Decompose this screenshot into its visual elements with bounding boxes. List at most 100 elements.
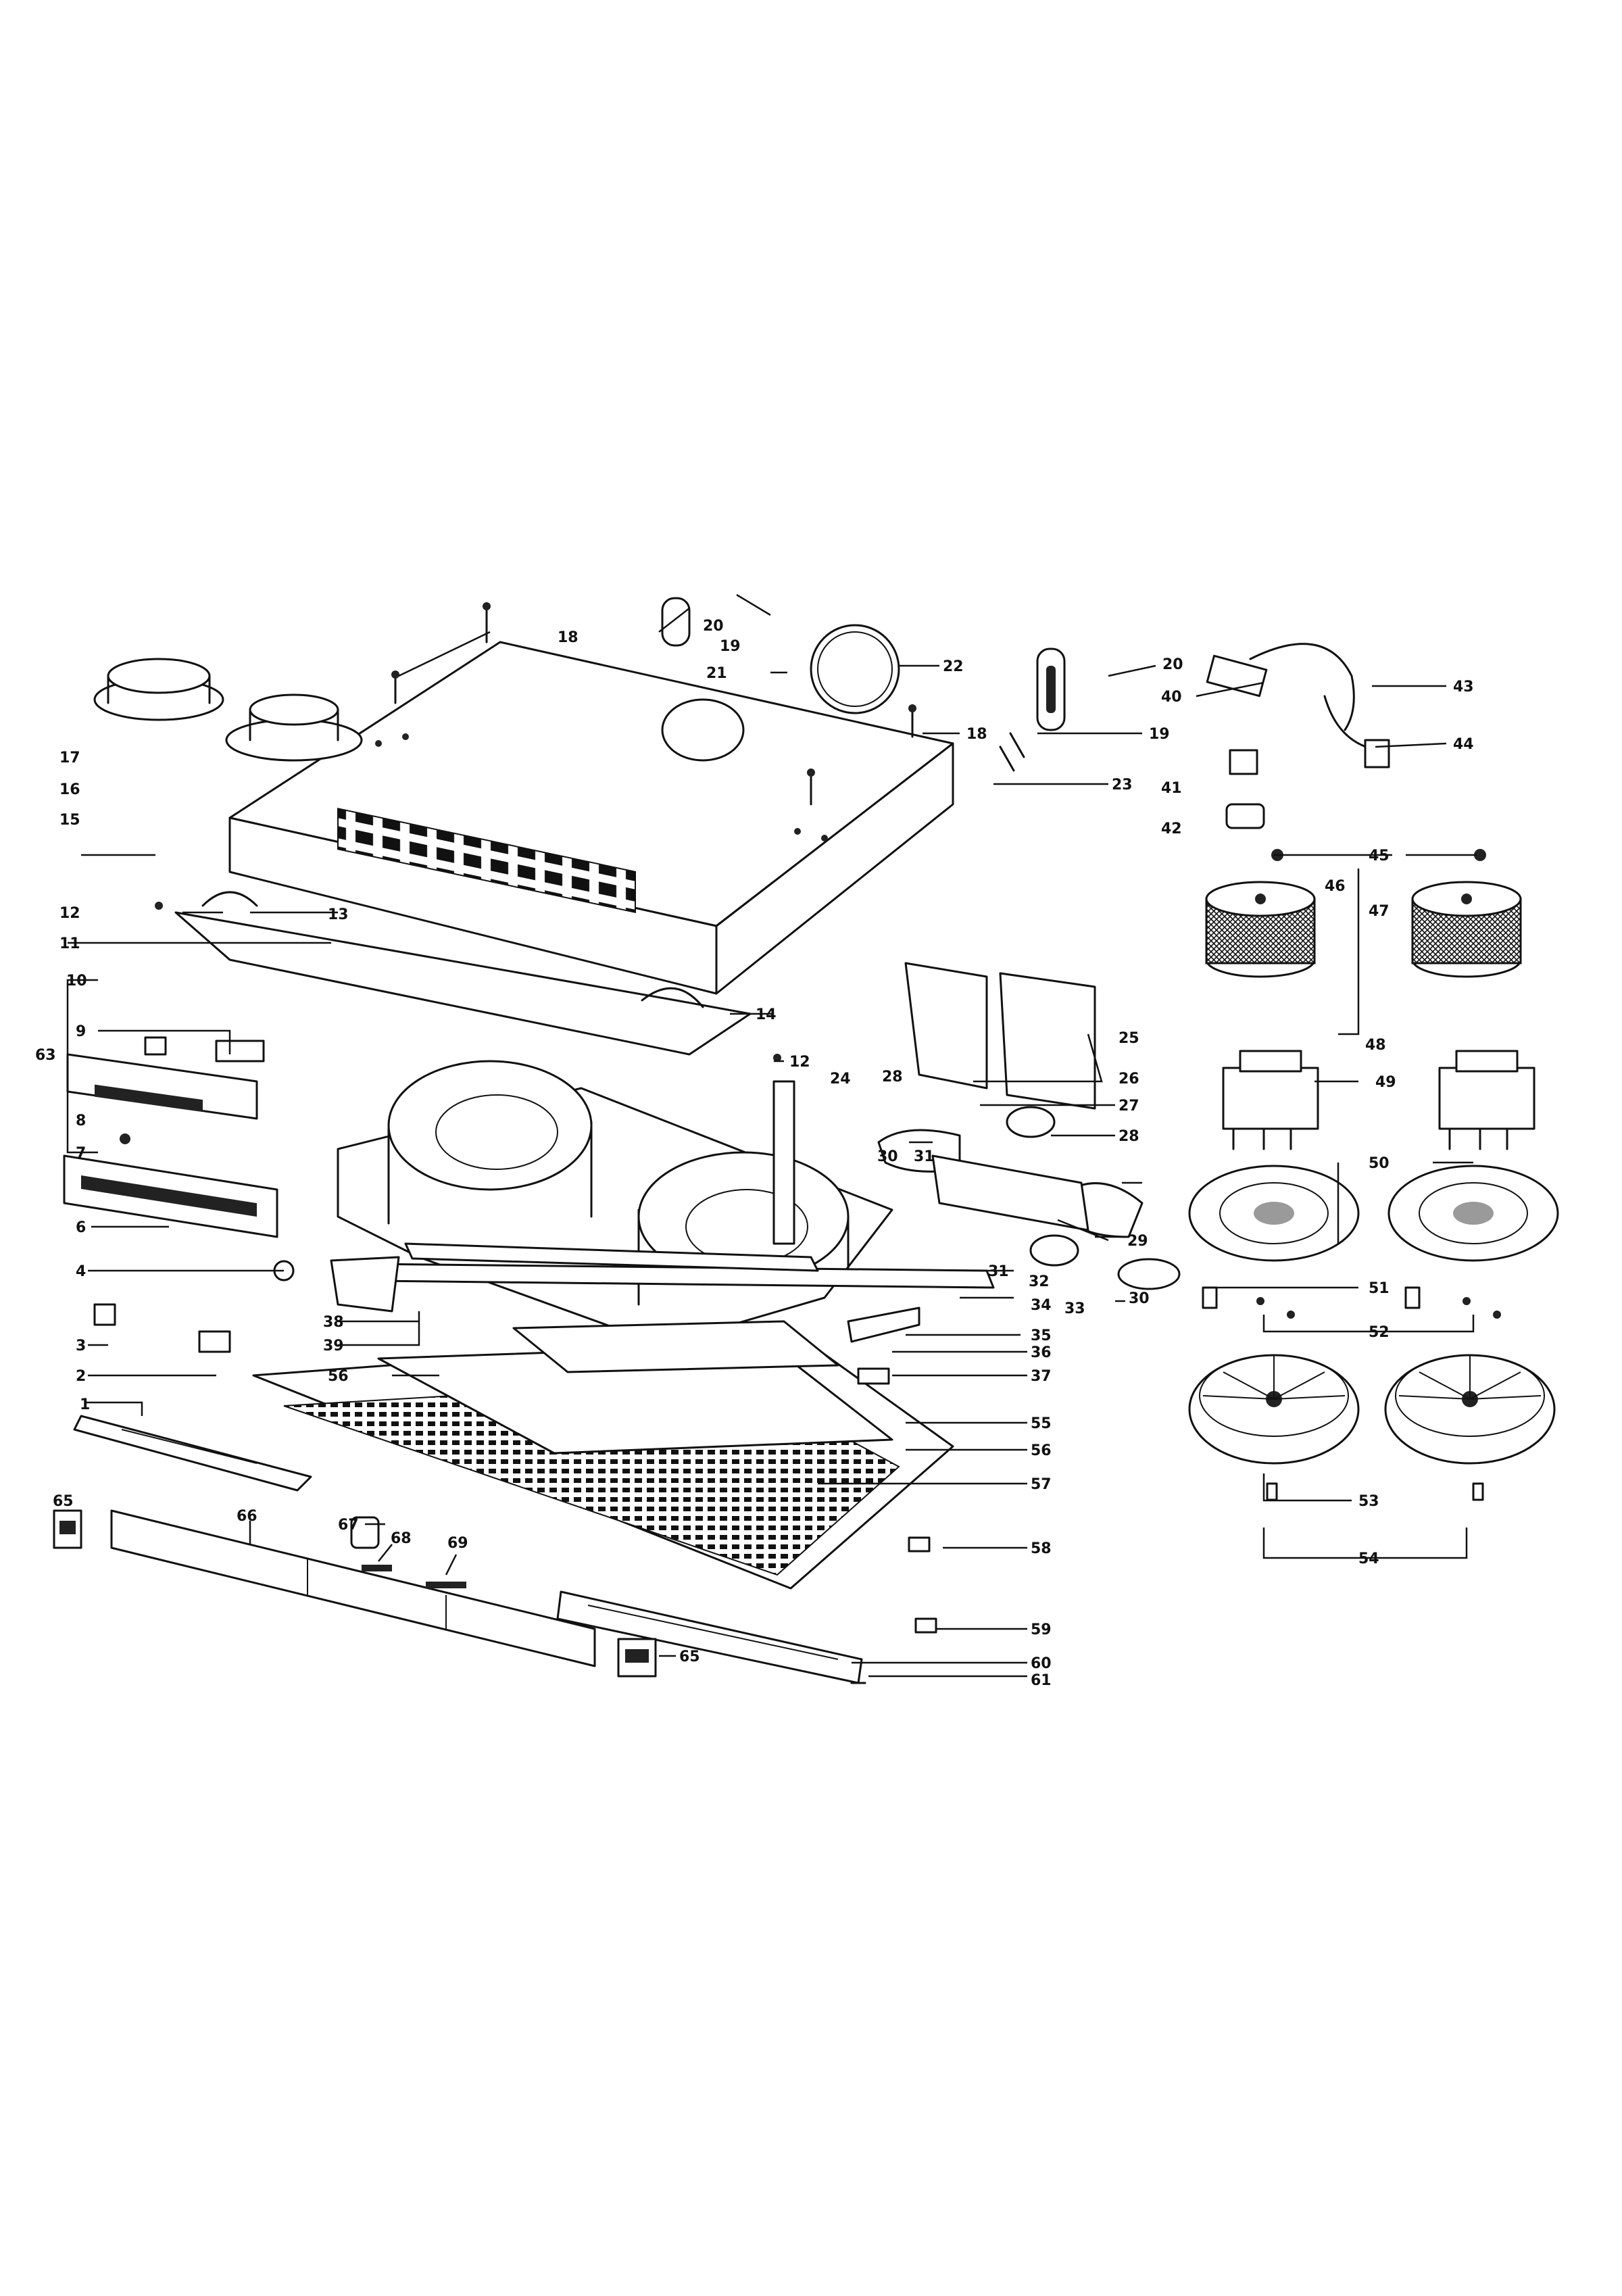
callout-18b: 18 — [966, 726, 987, 743]
callout-55: 55 — [1031, 1415, 1052, 1432]
hanging-bracket-19 — [661, 597, 1066, 731]
callout-45: 45 — [1369, 848, 1390, 864]
callout-67: 67 — [338, 1517, 359, 1534]
callout-54: 54 — [1358, 1550, 1379, 1567]
callout-69: 69 — [447, 1535, 468, 1552]
callout-15: 15 — [59, 812, 80, 829]
flange-ring-22 — [810, 624, 900, 714]
callout-7: 7 — [76, 1145, 86, 1162]
blower-housing — [337, 1060, 893, 1346]
callout-57: 57 — [1031, 1476, 1052, 1493]
callout-40: 40 — [1161, 689, 1182, 706]
callout-28b: 28 — [1119, 1128, 1139, 1145]
callout-3: 3 — [76, 1338, 86, 1354]
callout-31b: 31 — [988, 1263, 1009, 1280]
callout-66: 66 — [237, 1508, 257, 1525]
callout-13: 13 — [328, 906, 349, 923]
callout-9: 9 — [76, 1023, 86, 1040]
callout-33: 33 — [1064, 1300, 1085, 1317]
callout-20b: 20 — [1162, 656, 1183, 673]
callout-42: 42 — [1161, 821, 1182, 837]
callout-30b: 30 — [1129, 1290, 1150, 1307]
callout-12b: 12 — [789, 1054, 810, 1071]
callout-22: 22 — [943, 658, 964, 675]
callout-30a: 30 — [877, 1148, 898, 1165]
clip-65 — [53, 1509, 82, 1549]
callout-labels: 1 2 3 4 6 7 8 9 10 11 12 12 13 14 15 16 … — [35, 618, 1474, 1689]
duct-collar-16 — [225, 693, 363, 762]
callout-32: 32 — [1029, 1273, 1050, 1290]
motor-49 — [1438, 1050, 1535, 1150]
callout-8: 8 — [76, 1113, 86, 1129]
callout-6: 6 — [76, 1219, 86, 1236]
callout-27: 27 — [1119, 1098, 1139, 1115]
fan-wheel-46 — [1205, 881, 1316, 978]
callout-36: 36 — [1031, 1344, 1052, 1361]
lamp-cover-60 — [556, 1590, 863, 1684]
callout-19a: 19 — [720, 638, 741, 655]
callout-63: 63 — [35, 1047, 56, 1064]
support-rails — [364, 1242, 995, 1289]
light-switch-housing — [931, 1154, 1181, 1290]
callout-59: 59 — [1031, 1621, 1052, 1638]
switch-block-65 — [617, 1638, 657, 1678]
callout-65a: 65 — [53, 1493, 74, 1510]
callout-41: 41 — [1161, 780, 1182, 797]
callout-14: 14 — [756, 1006, 777, 1023]
motor-plate-50 — [1188, 1165, 1559, 1262]
callout-4: 4 — [76, 1263, 86, 1280]
callout-31a: 31 — [914, 1148, 935, 1165]
leader-lines — [66, 593, 1477, 1678]
callout-52: 52 — [1369, 1324, 1390, 1341]
callout-46: 46 — [1325, 878, 1346, 895]
callout-29: 29 — [1127, 1233, 1148, 1250]
callout-58: 58 — [1031, 1540, 1052, 1557]
hood-canopy — [228, 641, 954, 995]
callout-38: 38 — [323, 1314, 344, 1331]
motor-48 — [1222, 1050, 1319, 1150]
callout-23: 23 — [1112, 777, 1133, 793]
fan-wheel-47 — [1411, 881, 1522, 978]
callout-10: 10 — [66, 973, 87, 990]
callout-25: 25 — [1119, 1030, 1139, 1047]
grease-filter-frame — [252, 1320, 954, 1590]
callout-28a: 28 — [882, 1069, 903, 1085]
callout-20a: 20 — [703, 618, 724, 635]
callout-47: 47 — [1369, 903, 1390, 920]
callout-49: 49 — [1375, 1074, 1396, 1091]
callout-53: 53 — [1358, 1493, 1379, 1510]
callout-39: 39 — [323, 1338, 344, 1354]
callout-51: 51 — [1369, 1280, 1390, 1297]
label-strips — [362, 1565, 466, 1588]
callout-56b: 56 — [328, 1368, 349, 1385]
callout-44: 44 — [1453, 736, 1474, 753]
front-trim-66 — [110, 1509, 596, 1667]
callout-21: 21 — [706, 665, 727, 682]
callout-17: 17 — [59, 750, 80, 766]
control-panel-63 — [66, 1053, 258, 1120]
callout-56a: 56 — [1031, 1442, 1052, 1459]
callout-61: 61 — [1031, 1672, 1052, 1689]
callout-35: 35 — [1031, 1327, 1052, 1344]
light-rail-1 — [73, 1415, 312, 1492]
callout-48: 48 — [1365, 1037, 1386, 1054]
callout-24: 24 — [830, 1071, 851, 1088]
duct-collar-17 — [93, 658, 224, 721]
inlet-cover-53 — [1188, 1354, 1556, 1465]
callout-2: 2 — [76, 1368, 86, 1385]
power-cord-assembly — [1206, 643, 1390, 829]
callout-11: 11 — [59, 935, 80, 952]
callout-12a: 12 — [59, 905, 80, 922]
callout-16: 16 — [59, 781, 80, 798]
callout-60: 60 — [1031, 1655, 1052, 1672]
callout-50: 50 — [1369, 1155, 1390, 1172]
callout-18a: 18 — [558, 629, 579, 646]
callout-37: 37 — [1031, 1368, 1052, 1385]
callout-34: 34 — [1031, 1297, 1052, 1314]
callout-65b: 65 — [679, 1648, 700, 1665]
callout-19b: 19 — [1149, 726, 1170, 743]
callout-43: 43 — [1453, 679, 1474, 695]
callout-68: 68 — [391, 1530, 412, 1547]
callout-1: 1 — [80, 1396, 90, 1413]
callout-26: 26 — [1119, 1071, 1139, 1088]
